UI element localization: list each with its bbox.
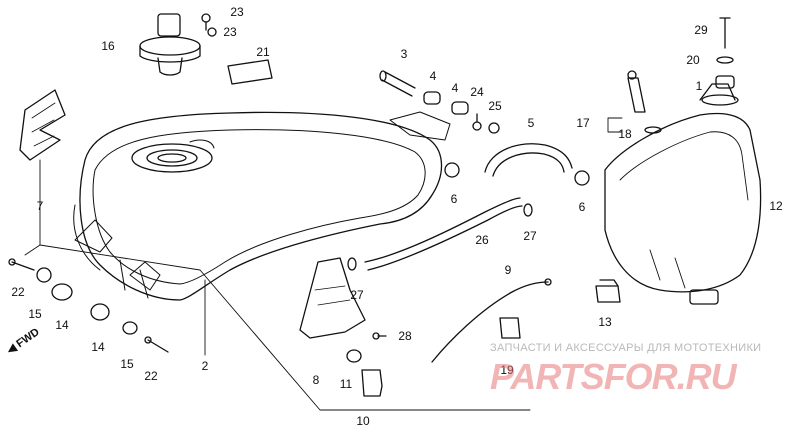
part-number-13: 13 (598, 315, 612, 329)
label-plate (227, 59, 273, 85)
part-number-29: 29 (694, 23, 708, 37)
part-number-21: 21 (256, 45, 270, 59)
part-number-18: 18 (618, 127, 632, 141)
fuel-tank (73, 111, 451, 301)
part-number-22: 22 (11, 285, 25, 299)
part-number-27: 27 (350, 288, 364, 302)
bolt-22-lower (144, 336, 169, 353)
part-number-19: 19 (500, 363, 514, 377)
washer-20 (716, 56, 734, 64)
nut-11 (346, 349, 362, 363)
grommet-14-lower (90, 303, 110, 321)
part-number-12: 12 (769, 199, 783, 213)
hose-26 (364, 197, 523, 271)
clip-19 (499, 317, 521, 339)
part-number-5: 5 (527, 116, 535, 130)
collar-15-lower (122, 321, 138, 335)
part-number-4: 4 (451, 81, 459, 95)
bracket-10 (361, 369, 383, 397)
part-number-16: 16 (101, 39, 115, 53)
part-number-6: 6 (450, 192, 458, 206)
cap-1 (715, 75, 735, 89)
part-number-9: 9 (504, 263, 512, 277)
o-ring-18 (644, 126, 662, 134)
screws-23 (201, 13, 217, 37)
clip-25 (488, 122, 500, 134)
collar-15-left (36, 267, 52, 283)
watermark-tagline: ЗАПЧАСТИ И АКСЕССУАРЫ ДЛЯ МОТОТЕХНИКИ (490, 342, 762, 354)
part-number-24: 24 (470, 85, 484, 99)
bolt-22-left (8, 258, 35, 271)
clamp-6-right (574, 170, 590, 186)
part-number-25: 25 (488, 99, 502, 113)
clip-27 (347, 203, 533, 271)
part-number-20: 20 (686, 53, 700, 67)
watermark-logo: PARTSFOR.RU (490, 356, 737, 397)
part-number-22: 22 (144, 369, 158, 383)
part-number-17: 17 (576, 116, 590, 130)
part-number-23: 23 (223, 25, 237, 39)
bracket-8 (299, 257, 366, 339)
rod-9 (431, 278, 552, 363)
part-number-27: 27 (523, 229, 537, 243)
hose-pipe-3 (379, 70, 416, 97)
grommets-4 (423, 91, 469, 115)
part-number-4: 4 (429, 69, 437, 83)
part-number-23: 23 (230, 5, 244, 19)
part-number-2: 2 (201, 359, 209, 373)
bolt-28 (372, 332, 387, 340)
part-number-28: 28 (398, 329, 412, 343)
part-number-3: 3 (400, 47, 408, 61)
fuel-cap (139, 13, 201, 76)
clamp-6-left (444, 162, 460, 178)
emblem-wing (19, 89, 66, 161)
sensor-17 (627, 70, 646, 113)
part-number-7: 7 (36, 199, 44, 213)
grommet-14-left (51, 283, 73, 301)
hose-5 (484, 143, 573, 177)
part-number-26: 26 (475, 233, 489, 247)
part-number-1: 1 (695, 79, 703, 93)
part-number-11: 11 (339, 377, 353, 391)
part-number-14: 14 (55, 318, 69, 332)
part-number-10: 10 (356, 414, 370, 428)
bolt-24 (472, 113, 482, 131)
leader-lines (24, 159, 531, 411)
part-number-8: 8 (312, 373, 320, 387)
bolt-29 (719, 17, 731, 49)
canister-12 (604, 83, 762, 305)
part-number-15: 15 (120, 357, 134, 371)
bracket-13 (595, 279, 621, 303)
part-number-15: 15 (28, 307, 42, 321)
part-number-14: 14 (91, 340, 105, 354)
part-number-6: 6 (578, 200, 586, 214)
